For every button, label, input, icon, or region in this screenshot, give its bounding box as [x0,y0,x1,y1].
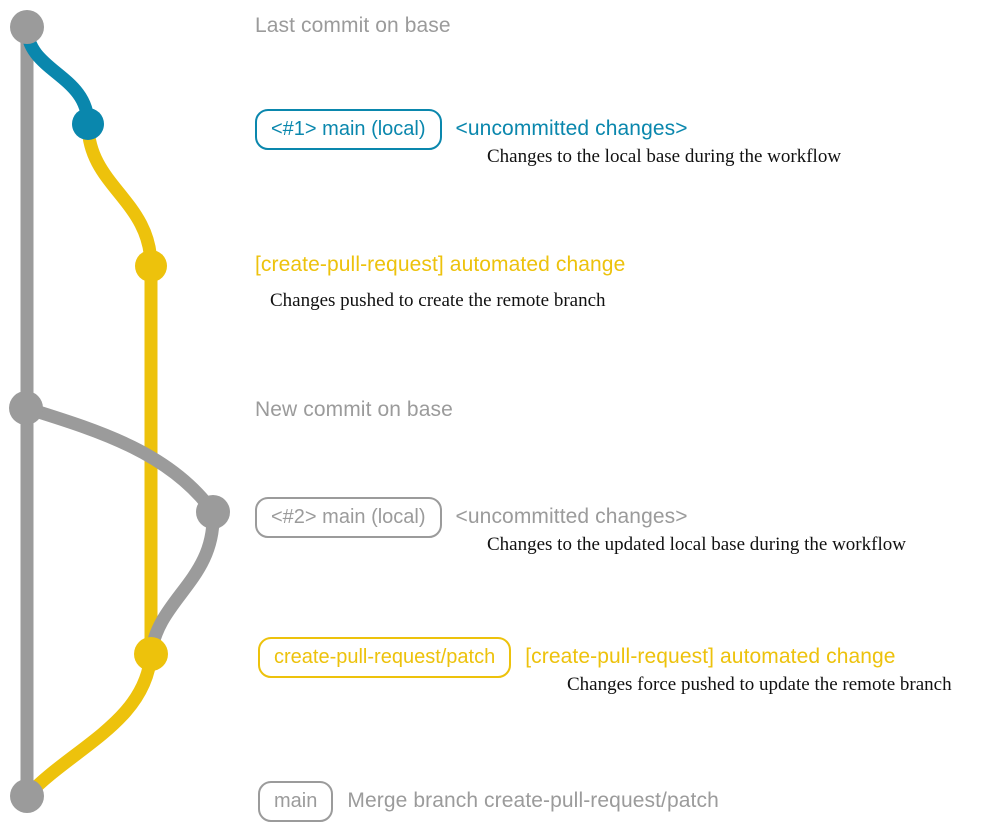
node-base-new[interactable] [9,391,43,425]
edge-base-to-local1 [20,20,95,131]
commit-row-merge-commit: main Merge branch create-pull-request/pa… [258,781,719,822]
node-local-1[interactable] [72,108,104,140]
node-patch-create[interactable] [135,250,167,282]
commit-row-local-uncommitted-2: <#2> main (local) <uncommitted changes> [255,497,688,538]
commit-description: Changes to the updated local base during… [487,534,906,555]
commit-description: Changes to the local base during the wor… [487,146,842,167]
edge-patchforce-to-merge [20,647,158,803]
commit-row-automated-change-force: create-pull-request/patch [create-pull-r… [258,637,896,678]
edge-basenew-to-local2 [19,401,220,519]
commit-row-new-commit-on-base: New commit on base [255,398,453,422]
commit-row-automated-change-create: [create-pull-request] automated change [255,253,625,277]
edge-local1-to-patch [81,117,158,273]
ref-chip-create-pull-request-patch[interactable]: create-pull-request/patch [258,637,512,678]
commit-row-local-uncommitted-1: <#1> main (local) <uncommitted changes> [255,109,688,150]
commit-description: Changes force pushed to update the remot… [567,674,952,695]
ref-chip-main[interactable]: main [258,781,334,822]
node-base-merge[interactable] [10,779,44,813]
commit-subject: Merge branch create-pull-request/patch [347,789,719,812]
node-base-head[interactable] [10,10,44,44]
commit-description: Changes pushed to create the remote bran… [270,290,606,311]
commit-subject: <uncommitted changes> [455,505,688,528]
ref-chip-main-local-2[interactable]: <#2> main (local) [255,497,442,538]
ref-chip-main-local-1[interactable]: <#1> main (local) [255,109,442,150]
commit-subject: [create-pull-request] automated change [525,645,896,668]
commit-subject: New commit on base [255,398,453,421]
commit-subject: Last commit on base [255,14,451,37]
node-patch-force[interactable] [134,637,168,671]
commit-subject: [create-pull-request] automated change [255,253,626,276]
commit-subject: <uncommitted changes> [455,117,688,140]
commit-graph [9,10,230,813]
node-local-2[interactable] [196,495,230,529]
edge-local2-to-patchforce [144,505,220,661]
commit-row-last-commit-on-base: Last commit on base [255,14,451,38]
